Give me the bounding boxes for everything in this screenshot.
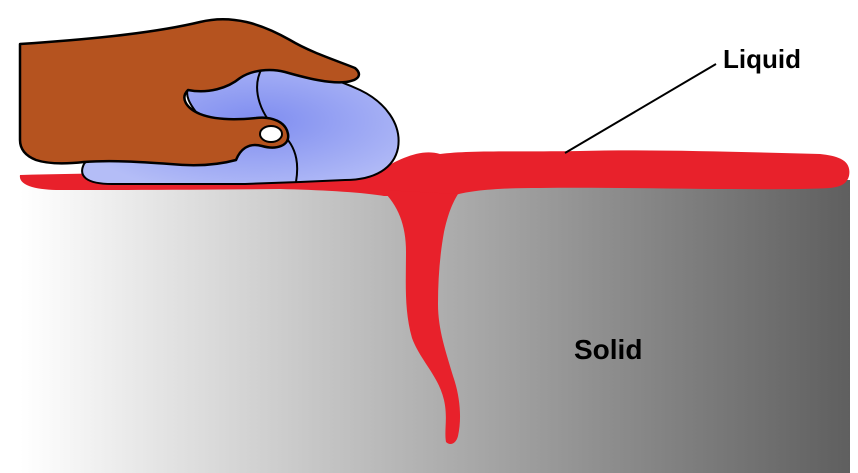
fingernail-icon (260, 126, 282, 142)
liquid-label: Liquid (723, 44, 801, 75)
liquid-leader-line (565, 64, 716, 153)
solid-label: Solid (574, 334, 642, 366)
